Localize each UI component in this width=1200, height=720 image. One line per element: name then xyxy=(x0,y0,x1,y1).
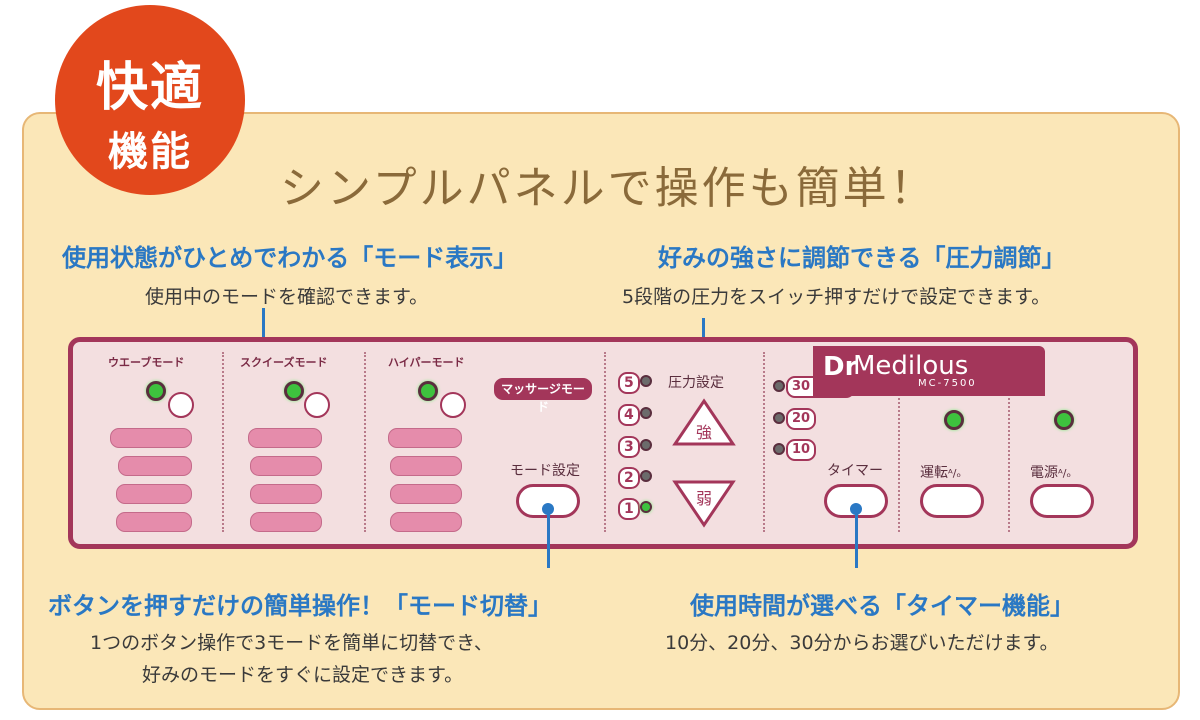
timer-text: 10分、20分、30分からお選びいただけます。 xyxy=(665,632,1059,654)
pressure-label: 圧力設定 xyxy=(668,375,724,391)
pressure-level-5: 5 xyxy=(618,372,640,394)
mode-display-text: 使用中のモードを確認できます。 xyxy=(145,286,429,308)
mode-switch-pointer xyxy=(547,510,550,568)
pressure-level-4: 4 xyxy=(618,404,640,426)
pressure-led-2 xyxy=(640,470,652,482)
pressure-led-3 xyxy=(640,439,652,451)
divider xyxy=(222,352,224,532)
mode-switch-text2: 好みのモードをすぐに設定できます。 xyxy=(142,664,464,686)
run-toggle-glyph: ᴬ/ₒ xyxy=(948,467,961,480)
mode-switch-text1: 1つのボタン操作で3モードを簡単に切替でき、 xyxy=(90,632,493,654)
pressure-down-button[interactable]: 弱 xyxy=(672,478,736,528)
divider xyxy=(763,352,765,532)
divider xyxy=(604,352,606,532)
divider xyxy=(364,352,366,532)
run-label: 運転ᴬ/ₒ xyxy=(920,462,961,482)
mode-label-squeeze: スクイーズモード xyxy=(240,356,328,369)
weak-label: 弱 xyxy=(696,489,712,508)
run-button[interactable] xyxy=(920,484,984,518)
brand-plate: Dr Medilous MC-7500 xyxy=(813,346,1045,396)
pressure-level-1-label: 1 xyxy=(624,501,634,517)
power-toggle-glyph: ᴬ/ₒ xyxy=(1058,467,1071,480)
timer-label: タイマー xyxy=(827,463,883,479)
pressure-title: 好みの強さに調節できる「圧力調節」 xyxy=(658,244,1066,272)
run-label-text: 運転 xyxy=(920,465,948,481)
power-led xyxy=(1054,410,1074,430)
mode-display-pointer xyxy=(262,308,265,348)
mode-display-title: 使用状態がひとめでわかる「モード表示」 xyxy=(62,244,518,272)
divider xyxy=(898,398,900,532)
squeeze-mode-led xyxy=(284,381,304,401)
mode-label-hyper: ハイパーモード xyxy=(388,356,465,369)
mode-switch-title: ボタンを押すだけの簡単操作！「モード切替」 xyxy=(48,592,552,620)
power-label-text: 電源 xyxy=(1030,465,1058,481)
power-label: 電源ᴬ/ₒ xyxy=(1030,462,1071,482)
wave-mode-led xyxy=(146,381,166,401)
model-number: MC-7500 xyxy=(918,378,977,389)
headline: シンプルパネルで操作も簡単！ xyxy=(280,163,937,214)
timer-pointer xyxy=(855,510,858,568)
timer-pointer-dot xyxy=(850,503,862,515)
badge-line1: 快適 xyxy=(95,58,204,118)
feature-badge: 快適 機能 xyxy=(55,5,245,195)
pressure-level-3-label: 3 xyxy=(624,439,634,455)
pressure-led-5 xyxy=(640,375,652,387)
pressure-level-2-label: 2 xyxy=(624,470,634,486)
timer-option-10-label: 10 xyxy=(792,442,811,457)
timer-led-10 xyxy=(773,443,785,455)
timer-option-20-label: 20 xyxy=(792,411,811,426)
mode-switch-pointer-dot xyxy=(542,503,554,515)
timer-option-20: 20 xyxy=(786,408,817,430)
timer-option-10: 10 xyxy=(786,439,817,461)
pressure-led-4 xyxy=(640,407,652,419)
massage-mode-label: マッサージモード xyxy=(494,378,592,414)
power-button[interactable] xyxy=(1030,484,1094,518)
pressure-level-2: 2 xyxy=(618,467,640,489)
brand-prefix: Dr xyxy=(823,352,858,382)
pressure-level-5-label: 5 xyxy=(624,375,634,391)
pressure-level-1: 1 xyxy=(618,498,640,520)
strong-label: 強 xyxy=(696,423,712,442)
timer-led-30 xyxy=(773,380,785,392)
mode-set-label: モード設定 xyxy=(510,463,580,479)
brand-name: Medilous xyxy=(853,351,969,381)
timer-led-20 xyxy=(773,412,785,424)
mode-label-wave: ウエーブモード xyxy=(108,356,185,369)
pressure-led-1 xyxy=(640,501,652,513)
pressure-level-3: 3 xyxy=(618,436,640,458)
timer-title: 使用時間が選べる「タイマー機能」 xyxy=(690,592,1074,620)
pressure-level-4-label: 4 xyxy=(624,407,634,423)
run-led xyxy=(944,410,964,430)
pressure-text: 5段階の圧力をスイッチ押すだけで設定できます。 xyxy=(622,286,1051,308)
divider xyxy=(1008,398,1010,532)
pressure-up-button[interactable]: 強 xyxy=(672,398,736,448)
badge-line2: 機能 xyxy=(108,129,192,175)
hyper-mode-led xyxy=(418,381,438,401)
